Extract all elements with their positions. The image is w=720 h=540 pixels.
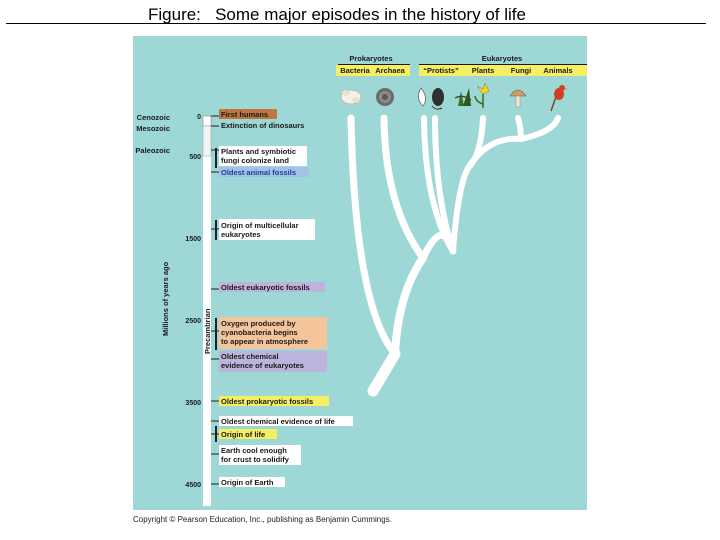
chemical-eukaryote-highlight [219,351,327,372]
protist-icon [418,87,444,110]
paleozoic-segment [202,125,212,157]
archaea-icon [376,88,394,106]
origin-earth-bg [219,477,285,487]
title-rule [6,23,706,24]
eukaryotes-header: Eukaryotes [482,54,522,63]
event-plants-fungi-line1: Plants and symbiotic [221,147,296,156]
branch-fungi [515,115,524,142]
tick-0: 0 [197,114,201,121]
branch-opisthokont [465,135,524,171]
prokaryote-group-highlight [336,65,410,76]
plants-fungi-bg [219,146,307,166]
oldest-animal-highlight [219,167,309,177]
cenozoic-segment [202,115,212,127]
slide-title: Figure: Some major episodes in the histo… [148,5,526,24]
event-oldest-eukaryotic: Oldest eukaryotic fossils [221,283,310,292]
group-plants: Plants [472,66,495,75]
animal-icon [550,85,568,112]
event-range-bars [215,148,217,442]
group-animals: Animals [543,66,572,75]
precambrian-label: Precambrian [203,308,212,354]
event-oxygen-line3: to appear in atmosphere [221,337,308,346]
group-archaea: Archaea [375,66,405,75]
era-mesozoic: Mesozoic [136,124,170,133]
tick-1500: 1500 [185,236,201,243]
origin-life-highlight [219,429,277,439]
event-multicellular-line1: Origin of multicellular [221,221,299,230]
branch-bacteria [347,114,399,358]
crust-bg [219,445,301,465]
figure-panel: Prokaryotes Eukaryotes Bacteria Archaea … [133,36,587,510]
event-oldest-prokaryotic: Oldest prokaryotic fossils [221,397,313,406]
branch-protists-b [432,115,456,254]
event-chem-eukaryote-line1: Oldest chemical [221,352,279,361]
group-fungi: Fungi [511,66,531,75]
event-multicellular-line2: eukaryotes [221,230,261,239]
event-crust-line1: Earth cool enough [221,446,287,455]
event-dinosaur-extinction: Extinction of dinosaurs [221,121,304,130]
tree-trunk [367,348,401,397]
prokaryotes-underline [338,64,410,65]
first-humans-highlight [219,109,277,119]
tick-2500: 2500 [185,318,201,325]
tick-500: 500 [189,154,201,161]
group-bacteria: Bacteria [340,66,370,75]
oldest-prokaryotic-highlight [219,396,329,406]
event-origin-earth: Origin of Earth [221,478,274,487]
branch-prokaryote-split [391,254,427,358]
oxygen-highlight [219,317,327,349]
event-first-humans: First humans [221,110,268,119]
prokaryotes-header: Prokaryotes [349,54,392,63]
oldest-eukaryotic-highlight [219,282,325,292]
bacteria-icon [340,89,362,105]
figure-svg: Prokaryotes Eukaryotes Bacteria Archaea … [135,54,587,506]
y-axis-label: Millions of years ago [161,261,170,336]
copyright-notice: Copyright © Pearson Education, Inc., pub… [133,515,392,524]
event-crust-line2: for crust to solidify [221,455,290,464]
era-cenozoic: Cenozoic [137,113,170,122]
timeline-bar [203,116,211,506]
eukaryote-group-highlight [419,65,587,76]
plant-protist-icon [454,88,472,106]
branch-archaea [380,114,427,262]
event-plants-fungi-line2: fungi colonize land [221,156,289,165]
event-chemical-life: Oldest chemical evidence of life [221,417,335,426]
tick-4500: 4500 [185,482,201,489]
branch-plants [450,165,471,254]
eukaryotes-underline [419,64,587,65]
group-protists: “Protists” [423,66,459,75]
era-paleozoic: Paleozoic [135,146,170,155]
event-oxygen-line2: cyanobacteria begins [221,328,298,337]
branch-animals [518,115,561,142]
tick-3500: 3500 [185,400,201,407]
event-chem-eukaryote-line2: evidence of eukaryotes [221,361,304,370]
phylogenetic-tree [347,114,561,397]
plant-icon [474,82,490,108]
multicellular-bg [219,219,315,240]
event-oldest-animal: Oldest animal fossils [221,168,296,177]
event-oxygen-line1: Oxygen produced by [221,319,296,328]
chemical-life-bg [219,416,353,426]
event-origin-life: Origin of life [221,430,265,439]
fungi-icon [509,89,527,108]
